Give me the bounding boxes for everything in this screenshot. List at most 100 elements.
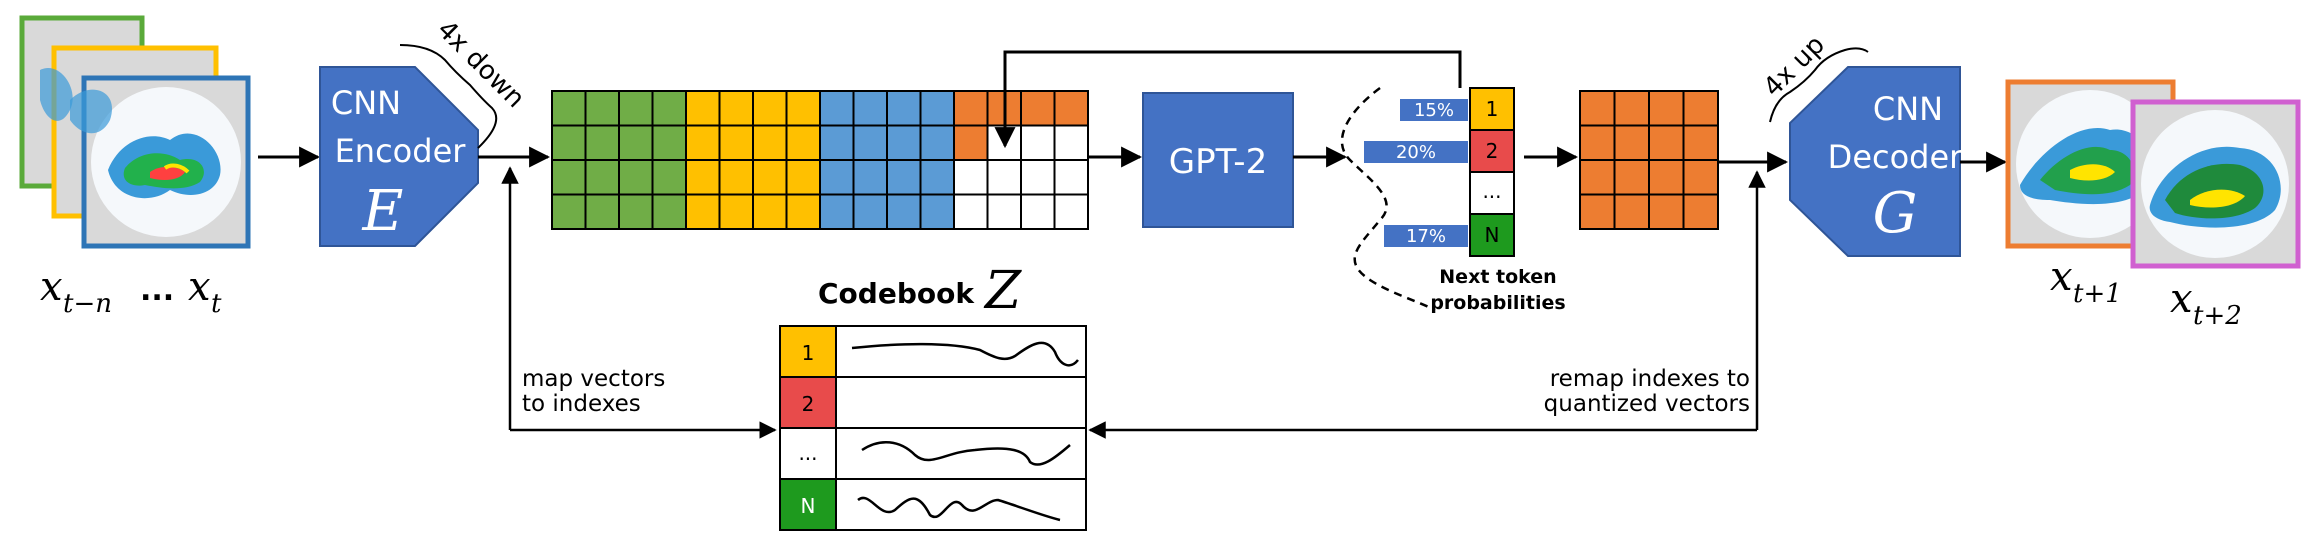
output-token-cell xyxy=(1579,90,1616,127)
token-cell xyxy=(1020,159,1056,196)
codebook-vector-4 xyxy=(857,496,1061,522)
token-cell xyxy=(584,124,620,161)
encoder-title-line2: Encoder xyxy=(335,132,467,170)
encoder-title-line1: CNN xyxy=(331,84,401,122)
prob-token-3: ... xyxy=(1482,179,1501,203)
output-token-cell xyxy=(1613,124,1650,161)
decoder-symbol: G xyxy=(1873,181,1918,246)
output-token-cell xyxy=(1648,159,1685,196)
output-label-x2: x xyxy=(2170,276,2193,322)
token-cell xyxy=(752,159,788,196)
codebook-vector-3 xyxy=(861,441,1071,466)
token-cell xyxy=(1053,159,1089,196)
output-token-cell xyxy=(1648,90,1685,127)
codebook-token-1: 1 xyxy=(802,341,815,365)
codebook-token-cell-4 xyxy=(779,478,837,531)
prob-value-2: 20% xyxy=(1396,142,1436,163)
codebook-token-4: N xyxy=(801,494,816,518)
token-cell xyxy=(819,193,855,230)
output-token-cell xyxy=(1648,124,1685,161)
token-cell xyxy=(852,193,888,230)
gpt2-block: GPT-2 xyxy=(1142,92,1294,228)
decoder-title-line2: Decoder xyxy=(1828,138,1964,176)
prob-caption-line1: Next token xyxy=(1439,266,1556,288)
input-label: x t−n ... x t xyxy=(40,264,222,319)
probabilities-panel: 1 2 ... N 15% 20% 17% Next token probabi… xyxy=(1340,86,1566,314)
token-cell xyxy=(551,193,587,230)
token-cell xyxy=(986,193,1022,230)
token-cell xyxy=(618,159,654,196)
codebook: Codebook Z 1 2 ... N xyxy=(779,261,1087,531)
token-cell xyxy=(852,159,888,196)
token-cell xyxy=(886,193,922,230)
token-cell xyxy=(752,193,788,230)
token-cell xyxy=(819,124,855,161)
annotation-left-line1: map vectors xyxy=(522,366,665,392)
token-cell xyxy=(651,90,687,127)
decoder-scale-label: 4x up xyxy=(1758,30,1831,103)
output-token-cell xyxy=(1682,193,1719,230)
input-label-dots: ... xyxy=(140,273,174,308)
token-cell xyxy=(685,90,721,127)
token-cell xyxy=(685,159,721,196)
prob-token-1: 1 xyxy=(1486,97,1499,121)
token-cell xyxy=(785,159,821,196)
probability-curve xyxy=(1340,86,1436,312)
output-token-cell xyxy=(1613,159,1650,196)
prob-token-cell-4 xyxy=(1469,213,1515,257)
token-cell xyxy=(551,90,587,127)
token-cell xyxy=(718,159,754,196)
token-cell xyxy=(618,124,654,161)
token-cell xyxy=(685,124,721,161)
output-token-cell xyxy=(1682,124,1719,161)
token-cell xyxy=(1020,193,1056,230)
codebook-title: Codebook xyxy=(818,277,975,310)
token-cell xyxy=(1053,193,1089,230)
output-label-sub2: t+2 xyxy=(2193,301,2242,331)
codebook-token-2: 2 xyxy=(802,392,815,416)
token-cell xyxy=(986,159,1022,196)
token-cell xyxy=(886,124,922,161)
token-cell xyxy=(718,193,754,230)
codebook-token-3: ... xyxy=(798,441,817,465)
token-cell xyxy=(953,159,989,196)
token-cell xyxy=(919,124,955,161)
output-token-cell xyxy=(1648,193,1685,230)
output-token-grid xyxy=(1579,90,1719,230)
input-frames xyxy=(19,15,251,249)
prob-bar-4 xyxy=(1384,225,1468,247)
token-cell xyxy=(551,159,587,196)
token-cell xyxy=(618,90,654,127)
decoder-block: CNN Decoder G xyxy=(1789,66,1964,257)
token-cell xyxy=(752,90,788,127)
annotation-left-line2: to indexes xyxy=(522,391,641,417)
decoder-brace xyxy=(1769,47,1869,123)
encoder-block: CNN Encoder E xyxy=(319,66,479,247)
prob-value-1: 15% xyxy=(1414,100,1454,121)
output-token-cell xyxy=(1579,193,1616,230)
input-label-sub2: t xyxy=(211,289,222,319)
output-token-cell xyxy=(1682,159,1719,196)
token-cell xyxy=(651,193,687,230)
token-cell xyxy=(584,159,620,196)
prob-bar-2 xyxy=(1364,141,1468,163)
token-cell xyxy=(819,159,855,196)
token-cell xyxy=(1053,124,1089,161)
token-cell xyxy=(1020,90,1056,127)
token-cell xyxy=(584,90,620,127)
token-cell xyxy=(852,124,888,161)
token-cell xyxy=(752,124,788,161)
token-cell xyxy=(1053,90,1089,127)
codebook-token-cell-3 xyxy=(779,427,837,480)
token-cell xyxy=(618,193,654,230)
token-cell xyxy=(852,90,888,127)
token-cell xyxy=(651,124,687,161)
output-label: x t+1 x t+2 xyxy=(2050,254,2242,331)
prob-bar-1 xyxy=(1400,99,1468,121)
token-cell xyxy=(685,193,721,230)
token-cell xyxy=(718,124,754,161)
token-cell xyxy=(919,193,955,230)
token-cell xyxy=(785,90,821,127)
token-cell xyxy=(785,193,821,230)
